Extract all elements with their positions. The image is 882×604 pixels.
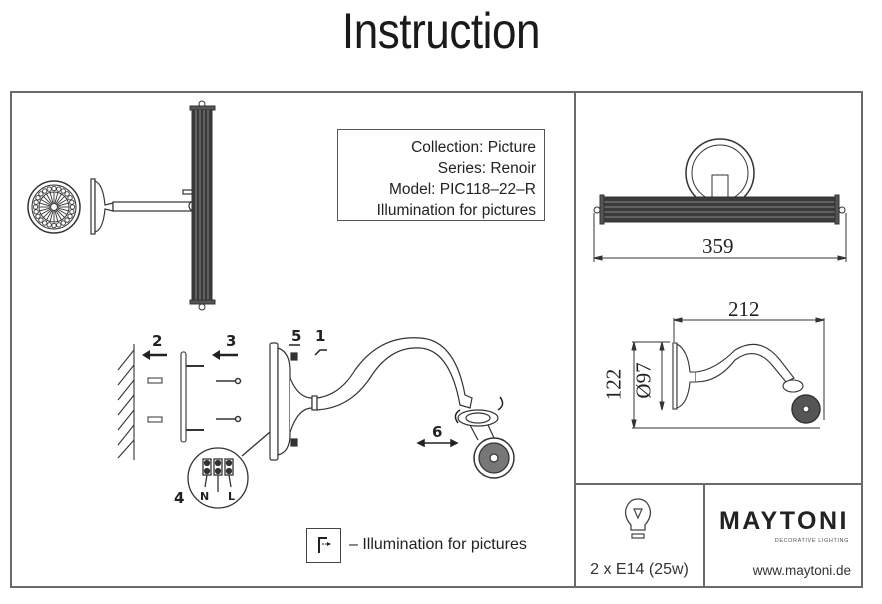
rosette-spoke <box>57 207 69 212</box>
rosette-petal <box>42 188 48 194</box>
wire-neutral-label: N <box>200 490 210 503</box>
rosette-spoke <box>40 208 51 215</box>
rosette-spoke <box>57 202 69 207</box>
rosette-spoke <box>57 199 68 206</box>
symbol-legend: – Illumination for pictures <box>306 527 527 563</box>
step-4-label: 4 <box>174 489 185 507</box>
mounting-bracket <box>180 351 204 443</box>
rosette-petal <box>38 191 44 197</box>
backplate-side <box>90 178 114 235</box>
rosette-spoke <box>39 202 51 207</box>
bulb-spec-text: 2 x E14 (25w) <box>590 561 689 578</box>
rosette-petal <box>69 204 76 210</box>
rosette-spoke <box>55 193 62 204</box>
rosette-petal <box>60 220 66 226</box>
lamp-tube-vertical <box>189 100 216 311</box>
rosette-spoke <box>56 196 65 205</box>
dimension-projection: 212 <box>728 297 760 321</box>
rosette-petal <box>35 213 41 219</box>
dimension-line-359 <box>593 213 847 262</box>
rosette-spoke <box>57 208 68 215</box>
step-1-label: 1 <box>315 327 326 345</box>
rosette-petal <box>56 222 62 228</box>
dimension-height: 122 <box>601 368 626 401</box>
vertical-divider <box>574 91 576 588</box>
light-bulb-icon <box>624 498 652 539</box>
type-label: Illumination for pictures <box>376 202 536 219</box>
wall-plugs <box>147 377 163 423</box>
bulb-spec-cell: 2 x E14 (25w) <box>576 485 703 588</box>
rosette-spoke <box>46 210 53 221</box>
arrow-step-3 <box>212 350 238 360</box>
rosette-petal <box>32 204 39 210</box>
wire-live-label: L <box>228 490 236 503</box>
rosette-petal <box>51 222 57 229</box>
rosette-petal <box>64 191 70 197</box>
wiring-detail <box>187 431 271 509</box>
lamp-front-view <box>593 138 846 225</box>
rosette-petal <box>33 209 39 215</box>
brand-url: www.maytoni.de <box>752 563 851 578</box>
page-title: Instruction <box>341 3 541 59</box>
rosette-petal <box>69 209 75 215</box>
instruction-frame <box>10 91 863 588</box>
lamp-side-view <box>672 342 821 424</box>
rosette-petal <box>64 217 70 223</box>
series-label: Series: Renoir <box>437 160 536 177</box>
rosette-spoke <box>49 210 54 222</box>
rosette-petal <box>33 199 39 205</box>
rosette-petal <box>69 199 75 205</box>
brand-cell: MAYTONI DECORATIVE LIGHTING www.maytoni.… <box>705 485 863 588</box>
rosette-petal <box>67 213 73 219</box>
product-info-box: Collection: Picture Series: Renoir Model… <box>337 129 545 221</box>
rosette-icon <box>27 180 81 234</box>
legend-text: – Illumination for pictures <box>349 536 527 553</box>
step-2-label: 2 <box>152 332 163 350</box>
lamp-arm <box>112 189 202 212</box>
rosette-spoke <box>40 199 51 206</box>
screws <box>216 377 242 423</box>
collection-label: Collection: Picture <box>411 139 536 156</box>
lamp-side-install <box>269 337 515 479</box>
step-5-label: 5 <box>291 327 302 345</box>
rosette-petal <box>51 185 57 192</box>
dimension-backplate-diameter: Ø97 <box>631 362 656 399</box>
step-6-label: 6 <box>432 423 443 441</box>
arrow-step-2 <box>142 350 167 360</box>
rosette-spoke <box>54 192 59 204</box>
rosette-petal <box>42 220 48 226</box>
rosette-petal <box>38 217 44 223</box>
rosette-petal <box>56 186 62 192</box>
brand-tagline: DECORATIVE LIGHTING <box>774 538 849 544</box>
dimension-lines-side <box>631 317 825 429</box>
step-3-label: 3 <box>226 332 237 350</box>
arrow-step-6 <box>416 438 459 448</box>
rosette-spoke <box>43 196 52 205</box>
rosette-petal <box>46 186 52 192</box>
dimension-width-total: 359 <box>702 234 734 258</box>
rosette-spoke <box>46 193 53 204</box>
footer-divider <box>703 484 705 588</box>
rosette-spoke <box>54 210 59 222</box>
rosette-spoke <box>55 210 62 221</box>
brand-logo: MAYTONI <box>718 507 849 535</box>
rosette-petal <box>67 195 73 201</box>
rosette-spoke <box>49 192 54 204</box>
rosette-petal <box>46 222 52 228</box>
horizontal-divider <box>575 483 863 485</box>
model-label: Model: PIC118–22–R <box>388 181 536 198</box>
rosette-spoke <box>43 209 52 218</box>
picture-light-symbol-icon <box>306 527 341 563</box>
rosette-spoke <box>39 207 51 212</box>
rosette-spoke <box>56 209 65 218</box>
rosette-petal <box>60 188 66 194</box>
rotate-arrows <box>289 344 504 424</box>
rosette-petal <box>35 195 41 201</box>
wall-hatch <box>117 344 135 460</box>
